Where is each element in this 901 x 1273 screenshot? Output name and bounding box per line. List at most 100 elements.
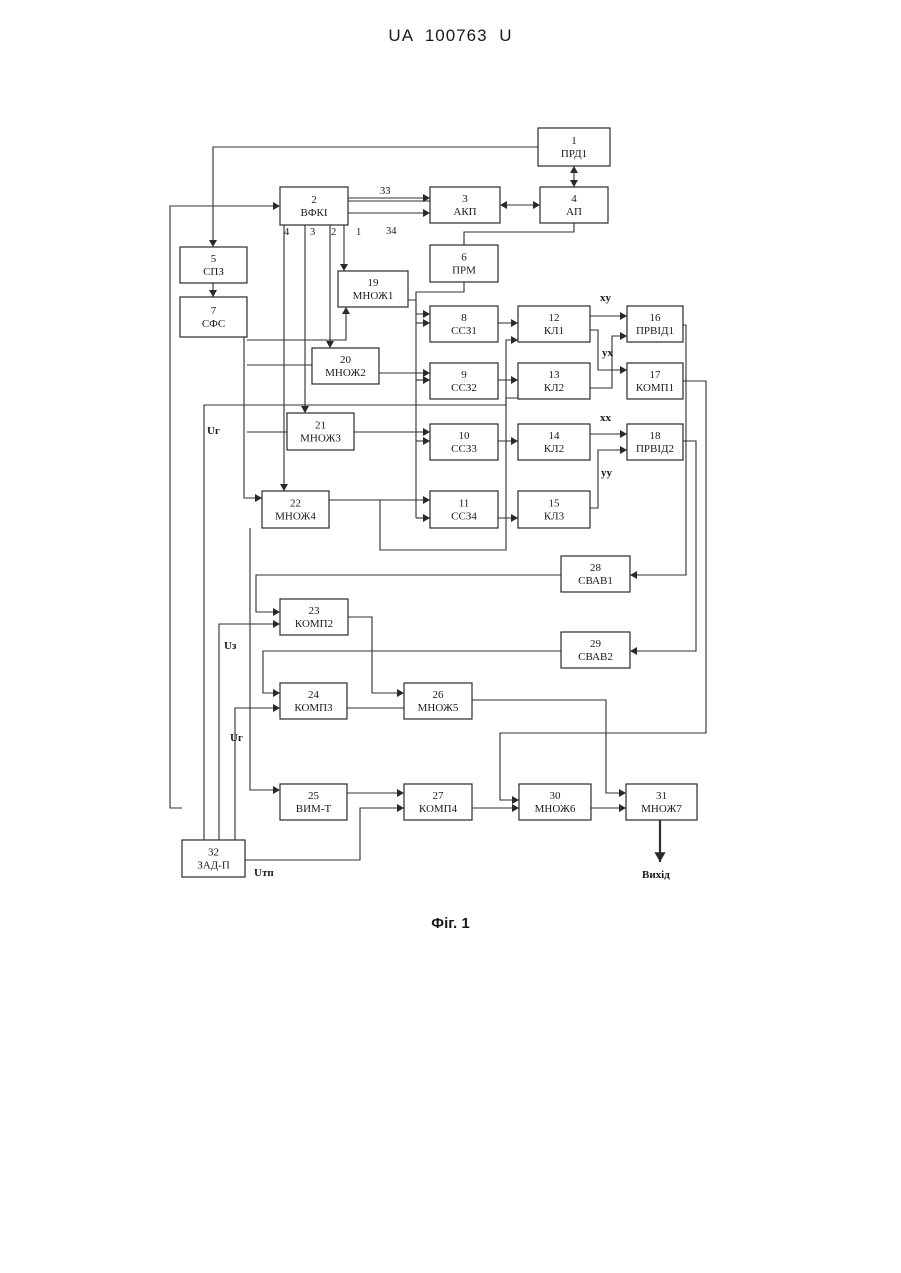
block-16-name: ПРВІД1	[636, 325, 674, 337]
block-6-number: 6	[461, 252, 467, 264]
block-19-name: МНОЖ1	[353, 290, 394, 302]
block-8: 8ССЗ1	[430, 306, 498, 342]
block-10-name: ССЗ3	[451, 443, 477, 455]
arrowhead	[619, 789, 626, 797]
block-13-name: КЛ2	[544, 382, 564, 394]
block-23-number: 23	[309, 605, 321, 617]
block-32-name: ЗАД-П	[197, 860, 230, 872]
block-1: 1ПРД1	[538, 128, 610, 166]
block-6-name: ПРМ	[452, 265, 476, 277]
block-14: 14КЛ2	[518, 424, 590, 460]
arrowhead	[654, 852, 665, 862]
block-20: 20МНОЖ2	[312, 348, 379, 384]
label-output-vyhid: Вихід	[642, 869, 670, 881]
wire	[464, 223, 574, 245]
block-27-number: 27	[433, 790, 445, 802]
arrowhead	[511, 376, 518, 384]
block-31-name: МНОЖ7	[641, 803, 682, 815]
block-28-number: 28	[590, 562, 602, 574]
block-15-name: КЛ3	[544, 511, 565, 523]
arrowhead	[620, 430, 627, 438]
arrowhead	[620, 446, 627, 454]
block-10: 10ССЗ3	[430, 424, 498, 460]
arrowhead	[512, 804, 519, 812]
arrowhead	[630, 647, 637, 655]
label-output-4: 4	[284, 227, 290, 238]
block-28-name: СВАВ1	[578, 575, 613, 587]
block-7-number: 7	[211, 305, 217, 317]
arrowhead	[511, 336, 518, 344]
arrowhead	[340, 264, 348, 271]
block-24-number: 24	[308, 689, 320, 701]
block-12: 12КЛ1	[518, 306, 590, 342]
arrowhead	[397, 804, 404, 812]
arrowhead	[255, 494, 262, 502]
block-21-name: МНОЖ3	[300, 433, 341, 445]
block-20-name: МНОЖ2	[325, 367, 366, 379]
wire	[250, 528, 280, 790]
arrowhead	[301, 406, 309, 413]
arrowhead	[342, 307, 350, 314]
label-output-2: 2	[331, 227, 336, 238]
arrowhead	[619, 804, 626, 812]
arrowhead	[423, 369, 430, 377]
block-5: 5СПЗ	[180, 247, 247, 283]
arrowhead	[500, 201, 507, 209]
block-25-number: 25	[308, 790, 320, 802]
block-3: 3АКП	[430, 187, 500, 223]
arrowhead	[570, 166, 578, 173]
block-28: 28СВАВ1	[561, 556, 630, 592]
block-1-name: ПРД1	[561, 148, 587, 160]
block-5-name: СПЗ	[203, 266, 224, 278]
block-18: 18ПРВІД2	[627, 424, 683, 460]
arrowhead	[512, 796, 519, 804]
wire	[408, 300, 430, 314]
arrowhead	[533, 201, 540, 209]
arrowhead	[423, 514, 430, 522]
arrowhead	[423, 310, 430, 318]
block-30-name: МНОЖ6	[535, 803, 576, 815]
block-5-number: 5	[211, 253, 217, 265]
block-14-name: КЛ2	[544, 443, 564, 455]
arrowhead	[423, 496, 430, 504]
figure-caption: Фіг. 1	[0, 915, 901, 932]
arrowhead	[273, 689, 280, 697]
block-16-number: 16	[650, 312, 662, 324]
block-12-number: 12	[549, 312, 560, 324]
block-2-frame	[280, 187, 348, 225]
arrowhead	[511, 319, 518, 327]
arrowhead	[326, 341, 334, 348]
block-7: 7СФС	[180, 297, 247, 337]
block-2-number: 2	[311, 194, 317, 206]
block-15-number: 15	[549, 498, 561, 510]
arrowhead	[511, 514, 518, 522]
block-25-name: ВИМ-Т	[296, 803, 332, 815]
arrowhead	[397, 789, 404, 797]
block-24: 24КОМП3	[280, 683, 347, 719]
block-23-name: КОМП2	[295, 618, 333, 630]
block-4-number: 4	[571, 193, 577, 205]
arrowhead	[423, 209, 430, 217]
block-22: 22МНОЖ4	[262, 491, 329, 528]
arrowhead	[511, 437, 518, 445]
block-29-number: 29	[590, 638, 602, 650]
block-1-number: 1	[571, 135, 577, 147]
arrowhead	[397, 689, 404, 697]
block-8-name: ССЗ1	[451, 325, 477, 337]
label-yx: yx	[602, 347, 614, 359]
block-32-number: 32	[208, 847, 219, 859]
label-xy: xy	[600, 292, 612, 304]
arrowhead	[423, 376, 430, 384]
block-2: 2ВФКІ	[280, 187, 348, 225]
block-26-name: МНОЖ5	[418, 702, 459, 714]
arrowhead	[273, 202, 280, 210]
block-11: 11ССЗ4	[430, 491, 498, 528]
label-output-33: 33	[380, 186, 391, 197]
block-21-number: 21	[315, 420, 326, 432]
arrowhead	[273, 786, 280, 794]
block-23: 23КОМП2	[280, 599, 348, 635]
block-18-number: 18	[650, 430, 662, 442]
block-9-number: 9	[461, 369, 467, 381]
block-22-name: МНОЖ4	[275, 511, 316, 523]
